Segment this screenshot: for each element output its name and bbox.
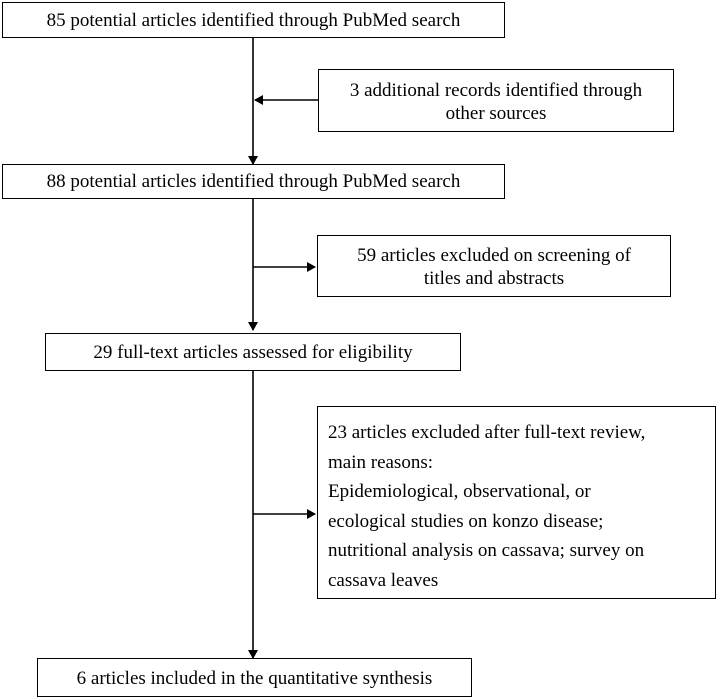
- box-excluded-screening: 59 articles excluded on screening of tit…: [317, 235, 671, 297]
- box-excluded-fulltext-line4: ecological studies on konzo disease;: [328, 510, 604, 532]
- box-additional-records: 3 additional records identified through …: [318, 69, 674, 132]
- box-excluded-fulltext: 23 articles excluded after full-text rev…: [317, 406, 716, 599]
- box-fulltext-assessed: 29 full-text articles assessed for eligi…: [45, 333, 461, 371]
- box-included-synthesis-text: 6 articles included in the quantitative …: [76, 668, 433, 689]
- box-additional-records-line2: other sources: [445, 103, 547, 124]
- box-excluded-fulltext-line6: cassava leaves: [328, 569, 439, 591]
- box-excluded-fulltext-line2: main reasons:: [328, 451, 434, 473]
- box-included-synthesis: 6 articles included in the quantitative …: [37, 658, 472, 697]
- box-excluded-screening-line2: titles and abstracts: [423, 268, 565, 289]
- box-excluded-fulltext-line3: Epidemiological, observational, or: [328, 481, 591, 502]
- box-excluded-fulltext-line5: nutritional analysis on cassava; survey …: [328, 540, 645, 561]
- box-additional-records-line1: 3 additional records identified through: [349, 80, 643, 101]
- box-identified-pubmed-text: 85 potential articles identified through…: [46, 10, 461, 31]
- box-total-identified: 88 potential articles identified through…: [2, 164, 505, 199]
- box-excluded-fulltext-line1: 23 articles excluded after full-text rev…: [328, 422, 646, 443]
- box-total-identified-text: 88 potential articles identified through…: [46, 171, 461, 192]
- box-excluded-screening-line1: 59 articles excluded on screening of: [357, 245, 631, 266]
- box-fulltext-assessed-text: 29 full-text articles assessed for eligi…: [93, 342, 413, 363]
- box-identified-pubmed: 85 potential articles identified through…: [2, 2, 505, 38]
